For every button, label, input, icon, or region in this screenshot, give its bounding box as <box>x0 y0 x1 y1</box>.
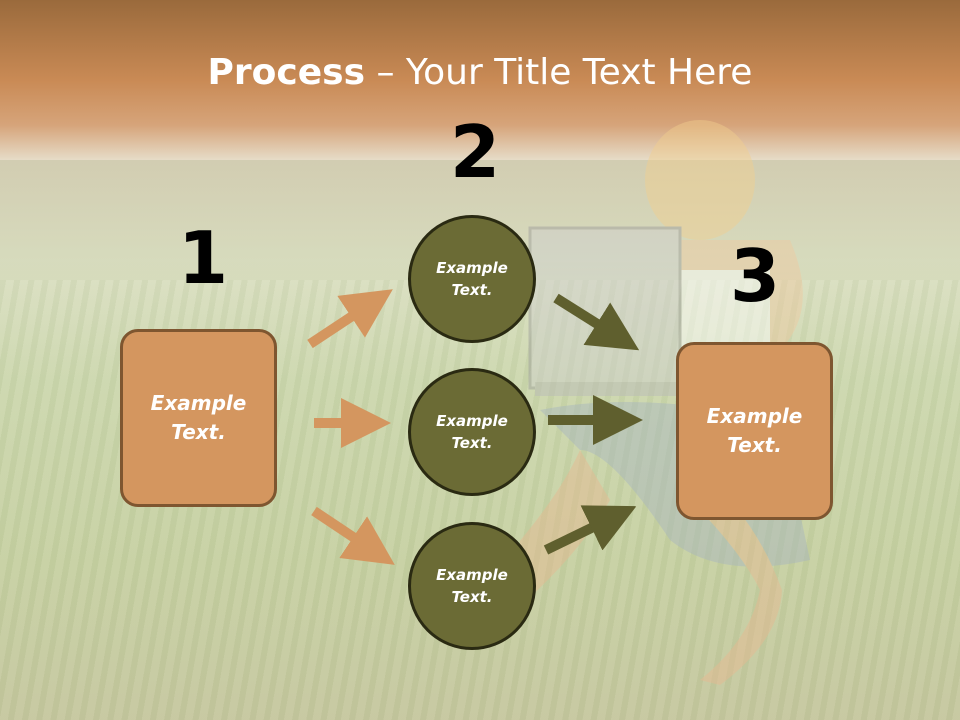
step-circle-bottom-text: Example Text. <box>436 565 508 607</box>
step-circle-top: Example Text. <box>408 215 536 343</box>
arrow-box1-to-circle-bottom <box>311 506 395 565</box>
step-circle-top-text: Example Text. <box>436 258 508 300</box>
title-bold: Process <box>207 52 366 93</box>
step-circle-bottom: Example Text. <box>408 522 536 650</box>
step-number-1: 1 <box>178 216 229 300</box>
title-rest: – Your Title Text Here <box>365 52 753 93</box>
arrow-circle-bottom-to-box3 <box>543 505 637 555</box>
step-box-1: Example Text. <box>120 329 277 507</box>
step-number-3: 3 <box>730 234 781 318</box>
step-box-1-text: Example Text. <box>150 391 247 444</box>
arrow-circle-top-to-box3 <box>553 293 640 351</box>
step-circle-middle: Example Text. <box>408 368 536 496</box>
step-box-3: Example Text. <box>676 342 833 520</box>
step-circle-middle-text: Example Text. <box>436 411 508 453</box>
arrow-box1-to-circle-top <box>307 289 393 349</box>
step-box-3-text: Example Text. <box>706 404 803 457</box>
page-title: Process – Your Title Text Here <box>0 52 960 93</box>
step-number-2: 2 <box>450 110 501 194</box>
